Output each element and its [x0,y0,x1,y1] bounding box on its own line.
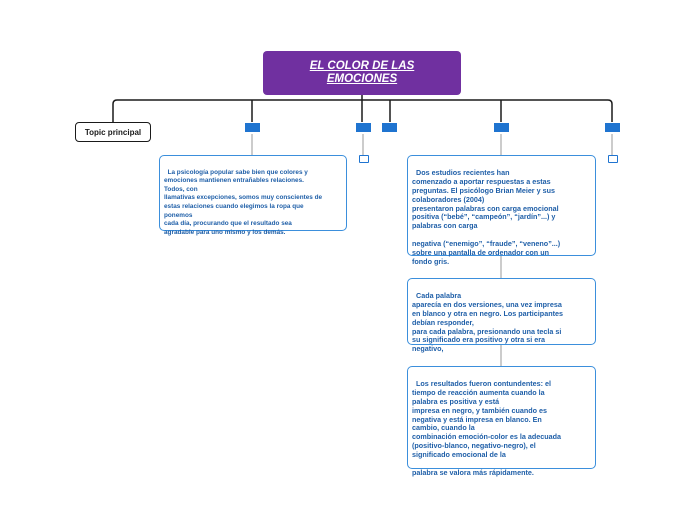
note-right-3[interactable]: Los resultados fueron contundentes: el t… [407,366,596,477]
note-right-1[interactable]: Dos estudios recientes han comenzado a a… [407,155,596,266]
note-right-2[interactable]: Cada palabra aparecía en dos versiones, … [407,278,596,353]
empty-subnode[interactable] [359,155,369,163]
empty-subnode[interactable] [608,155,618,163]
subtopic-node[interactable] [605,123,620,132]
note-right-3-text: Los resultados fueron contundentes: el t… [412,378,561,477]
note-left[interactable]: La psicología popular sabe bien que colo… [159,155,347,236]
note-left-text: La psicología popular sabe bien que colo… [164,168,323,236]
subtopic-node[interactable] [494,123,509,132]
note-right-1-text: Dos estudios recientes han comenzado a a… [412,167,561,266]
subtopic-node[interactable] [245,123,260,132]
note-right-2-text: Cada palabra aparecía en dos versiones, … [412,290,563,354]
main-topic-label: Topic principal [84,127,142,137]
subtopic-node[interactable] [382,123,397,132]
root-topic[interactable]: EL COLOR DE LAS EMOCIONES [263,51,461,95]
main-topic[interactable]: Topic principal [75,122,151,142]
root-title: EL COLOR DE LAS EMOCIONES [309,60,415,85]
subtopic-node[interactable] [356,123,371,132]
